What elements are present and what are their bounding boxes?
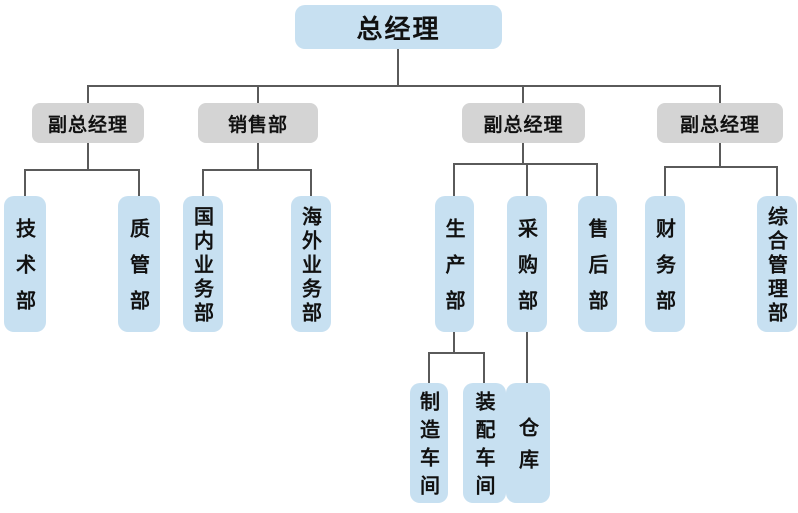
connector-line xyxy=(202,169,312,171)
connector-line xyxy=(202,169,204,196)
connector-line xyxy=(453,163,598,165)
node-label: 技术部 xyxy=(12,218,37,326)
connector-line xyxy=(257,86,259,103)
node-label: 副总经理 xyxy=(47,113,128,136)
connector-line xyxy=(138,169,140,196)
connector-line xyxy=(397,49,399,86)
org-node-domestic-business-dept: 国内业务部 xyxy=(183,196,223,332)
org-node-aftersales-dept: 售后部 xyxy=(578,196,617,332)
connector-line xyxy=(428,352,430,383)
node-label: 副总经理 xyxy=(679,113,760,136)
connector-line xyxy=(719,86,721,103)
connector-line xyxy=(483,352,485,383)
connector-line xyxy=(522,143,524,165)
connector-line xyxy=(87,143,89,171)
node-label: 财务部 xyxy=(652,218,677,326)
org-node-tech-dept: 技术部 xyxy=(4,196,46,332)
node-label: 售后部 xyxy=(585,218,609,326)
node-label: 国内业务部 xyxy=(190,206,215,326)
org-node-assembly-workshop: 装配车间 xyxy=(463,383,506,503)
org-node-deputy-gm-2: 副总经理 xyxy=(462,103,585,143)
node-label: 生产部 xyxy=(442,218,466,326)
connector-line xyxy=(310,169,312,196)
node-label: 质管部 xyxy=(126,218,151,326)
org-node-quality-dept: 质管部 xyxy=(118,196,160,332)
node-label: 仓库 xyxy=(515,417,540,481)
connector-line xyxy=(596,163,598,196)
connector-line xyxy=(257,143,259,171)
node-label: 总经理 xyxy=(356,14,441,45)
connector-line xyxy=(522,86,524,103)
connector-line xyxy=(664,166,778,168)
org-node-deputy-gm-1: 副总经理 xyxy=(32,103,144,143)
connector-line xyxy=(87,86,89,103)
org-node-general-admin-dept: 综合管理部 xyxy=(757,196,797,332)
node-label: 采购部 xyxy=(514,218,539,326)
connector-line xyxy=(453,332,455,354)
org-node-procurement-dept: 采购部 xyxy=(507,196,547,332)
node-label: 综合管理部 xyxy=(764,206,789,326)
org-node-sales-dept: 销售部 xyxy=(198,103,318,143)
connector-line xyxy=(24,169,140,171)
org-node-production-dept: 生产部 xyxy=(435,196,474,332)
connector-line xyxy=(664,166,666,196)
connector-line xyxy=(719,143,721,168)
connector-line xyxy=(428,352,485,354)
connector-line xyxy=(87,85,721,87)
connector-line xyxy=(776,166,778,196)
node-label: 副总经理 xyxy=(483,113,564,136)
node-label: 销售部 xyxy=(227,113,288,136)
connector-line xyxy=(24,169,26,196)
connector-line xyxy=(526,163,528,196)
org-node-manufacturing-workshop: 制造车间 xyxy=(410,383,448,503)
org-node-deputy-gm-3: 副总经理 xyxy=(657,103,783,143)
node-label: 制造车间 xyxy=(416,391,441,503)
org-node-warehouse: 仓库 xyxy=(506,383,550,503)
node-label: 海外业务部 xyxy=(298,206,323,326)
node-label: 装配车间 xyxy=(472,391,496,503)
connector-line xyxy=(526,332,528,383)
org-node-finance-dept: 财务部 xyxy=(645,196,685,332)
connector-line xyxy=(453,163,455,196)
org-node-general-manager: 总经理 xyxy=(295,5,502,49)
org-node-overseas-business-dept: 海外业务部 xyxy=(291,196,331,332)
